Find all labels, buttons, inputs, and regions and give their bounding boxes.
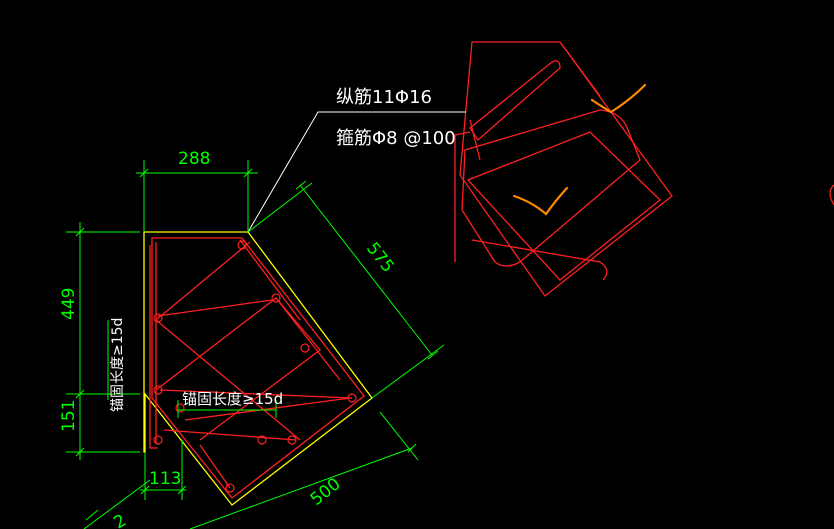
dim-bottom-left: 113 bbox=[149, 469, 181, 489]
dim-diagonal-bottom: 500 bbox=[307, 474, 345, 510]
dim-left-upper: 449 bbox=[59, 288, 79, 320]
dim-left-lower: 151 bbox=[59, 400, 79, 432]
edge-glyph bbox=[829, 184, 834, 206]
dim-bottom-cut: 2 bbox=[111, 511, 130, 529]
dimension-lines bbox=[66, 160, 445, 529]
column-rebar bbox=[149, 237, 365, 499]
stirrup-note: 箍筋Φ8 @100 bbox=[336, 128, 456, 149]
rebar-dots bbox=[153, 240, 357, 493]
longitudinal-bar-note: 纵筋11Φ16 bbox=[336, 87, 432, 108]
anchor-length-horizontal: 锚固长度≥15d bbox=[182, 390, 283, 408]
dim-diagonal-long: 575 bbox=[362, 239, 398, 277]
check-mark-markup bbox=[512, 83, 647, 216]
stirrup-detail-sketch bbox=[454, 41, 673, 297]
leader-line bbox=[247, 111, 466, 233]
dim-top-width: 288 bbox=[178, 149, 210, 169]
column-outline bbox=[143, 231, 373, 506]
anchor-length-vertical: 锚固长度≥15d bbox=[110, 318, 126, 412]
